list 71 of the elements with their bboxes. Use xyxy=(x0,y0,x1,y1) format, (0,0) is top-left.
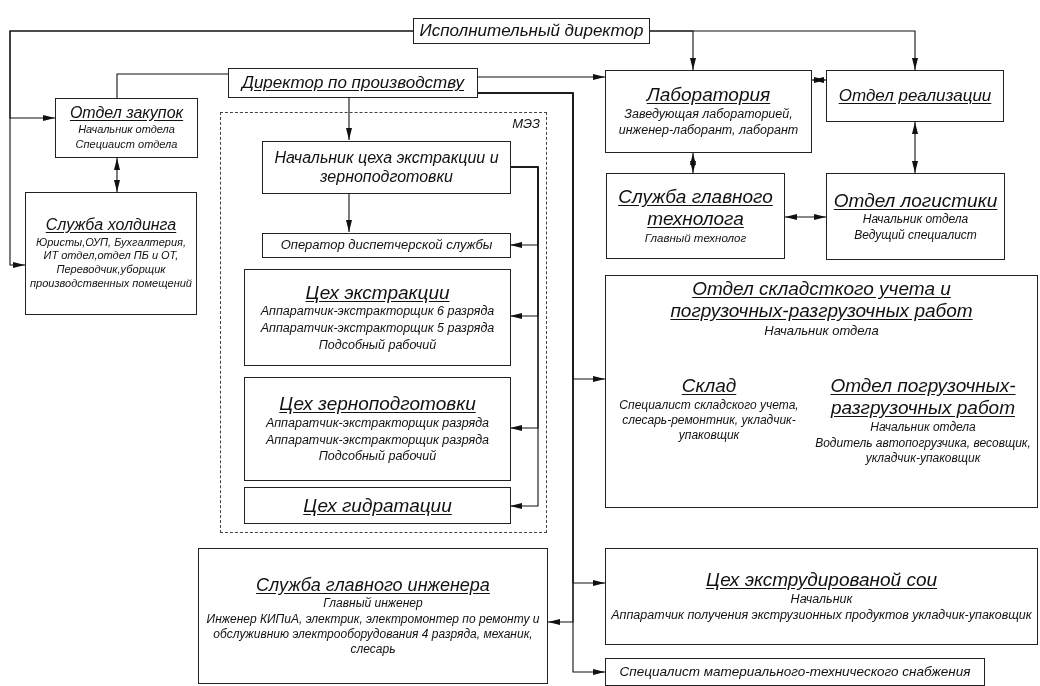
connector-arrow xyxy=(9,30,414,268)
staff-list: Водитель автопогрузчика, весовщик, укладчик-упаковщик xyxy=(813,435,1033,466)
staff-list: Начальник отдела xyxy=(78,123,175,138)
connector-arrow xyxy=(784,214,827,220)
staff-list: Аппаратчик-экстракторщик разряда xyxy=(265,432,490,449)
org-unit-box xyxy=(605,275,1038,508)
unit-title: МЭЗ xyxy=(512,117,540,132)
org-unit-box xyxy=(262,233,511,258)
unit-title: Отдел логистики xyxy=(833,189,998,212)
unit-title: Начальник цеха экстракции и зерноподготовки xyxy=(273,149,500,186)
unit-title: Служба главного технолога xyxy=(617,186,774,231)
unit-title: Отдел погрузочных-разгрузочных работ xyxy=(829,375,1017,419)
staff-list: Главный инженер xyxy=(323,596,423,612)
staff-list: Начальник отдела xyxy=(870,419,976,435)
org-unit-box xyxy=(826,70,1004,122)
unit-title: Цех экстракции xyxy=(305,281,450,304)
org-unit-box xyxy=(605,658,985,686)
org-unit-box xyxy=(244,269,511,366)
org-unit-box xyxy=(55,98,198,158)
staff-list: Аппаратчик-экстракторщик разряда xyxy=(265,416,490,432)
connector-arrow xyxy=(509,166,539,509)
staff-list: Подсобный рабочий xyxy=(318,449,437,465)
org-unit-box xyxy=(413,18,650,44)
org-unit-box xyxy=(244,487,511,524)
staff-list: Начальник отдела xyxy=(764,322,879,339)
unit-title: Склад xyxy=(681,375,737,397)
staff-list: Юристы,ОУП, Бухгалтерия, ИТ отдел,отдел ПБ и ОТ, Переводчик,уборщик производственных помещений xyxy=(30,235,192,291)
staff-list: Ведущий специалист xyxy=(854,228,977,244)
connector-arrow xyxy=(346,192,352,233)
unit-title: Лаборатория xyxy=(646,84,771,107)
org-unit-box xyxy=(826,173,1005,260)
connector-arrow xyxy=(346,97,352,141)
org-unit-box xyxy=(606,173,785,259)
unit-title: Цех гидратации xyxy=(303,494,452,517)
org-unit-box xyxy=(262,141,511,194)
staff-list: Аппаратчик получения экструзионных продуктов укладчик-упаковщик xyxy=(611,608,1032,625)
org-unit-box xyxy=(605,70,812,153)
unit-title: Служба холдинга xyxy=(45,216,177,235)
group-frame xyxy=(220,112,547,533)
connector-arrow xyxy=(690,152,696,174)
org-unit-box xyxy=(25,192,197,315)
unit-title: Директор по производству xyxy=(241,73,465,93)
staff-list: Главный технолог xyxy=(644,231,747,246)
staff-list: Подсобный рабочий xyxy=(318,337,437,354)
unit-title: Отдел закупок xyxy=(69,104,184,123)
org-unit-box xyxy=(198,548,548,684)
connector-arrow xyxy=(811,77,827,83)
staff-list: Специаист отдела xyxy=(75,138,178,152)
connector-arrow xyxy=(477,74,606,80)
connector-arrow xyxy=(477,92,606,675)
org-unit-box xyxy=(605,548,1038,645)
staff-list: Аппаратчик-экстракторщик 6 разряда xyxy=(260,304,495,321)
unit-title: Отдел реализации xyxy=(838,86,992,106)
staff-list: Инженер КИПиА, электрик, электромонтер по ремонту и обслуживнию электрооборудования 4 разряда, механик, слесарь xyxy=(203,612,543,658)
org-unit-box xyxy=(228,68,478,98)
staff-list: Специалист складского учета, слесарь-ремонтник, укладчик-упаковщик xyxy=(613,397,805,443)
connector-arrow xyxy=(912,121,918,174)
unit-title: Исполнительный директор xyxy=(419,21,644,41)
unit-title: Специалист материального-технического снабжения xyxy=(619,664,971,680)
connector-arrow xyxy=(649,30,918,71)
unit-title: Отдел складсткого учета и погрузочных-разгрузочных работ xyxy=(669,278,974,322)
org-unit-box xyxy=(244,377,511,481)
unit-title: Цех зерноподготовки xyxy=(279,393,476,415)
staff-list: Начальник xyxy=(790,591,853,608)
connector-arrow xyxy=(114,157,120,193)
unit-title: Служба главного инженера xyxy=(256,574,490,596)
unit-title: Оператор диспетчерской службы xyxy=(280,238,493,253)
staff-list: Начальник отдела xyxy=(862,212,969,228)
staff-list: Аппаратчик-экстракторщик 5 разряда xyxy=(260,321,495,337)
unit-title: Цех экструдированой сои xyxy=(705,568,938,591)
staff-list: Заведующая лабораторией, инженер-лаборант, лаборант xyxy=(610,107,807,139)
